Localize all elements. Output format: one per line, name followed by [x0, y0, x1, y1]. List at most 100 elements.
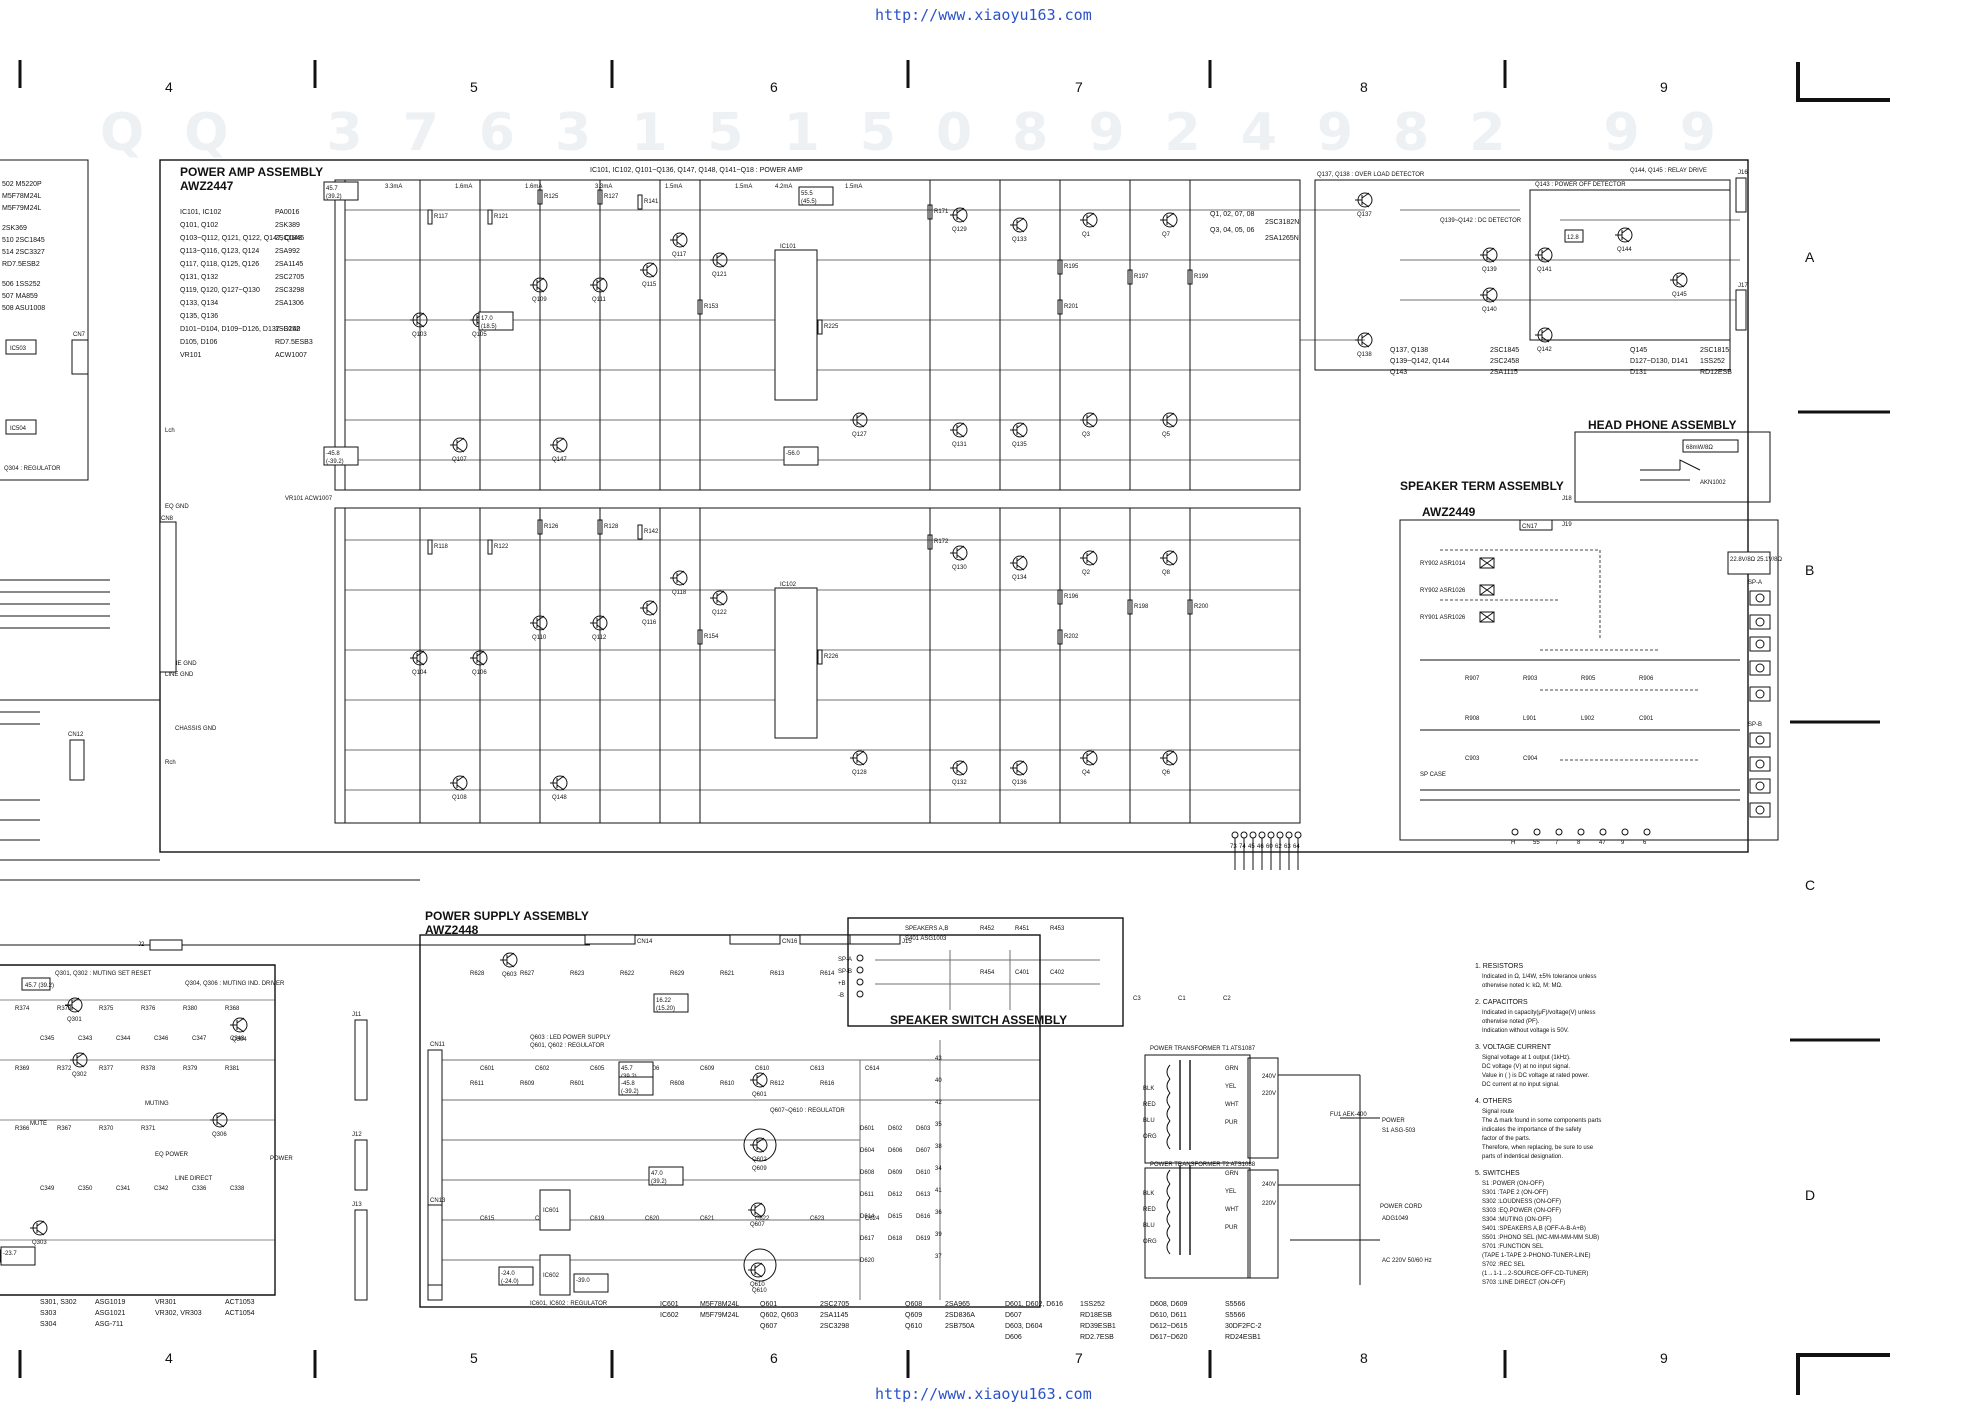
- spk-part-4: R908: [1465, 716, 1480, 722]
- left-part-6: RD7.5ESB2: [2, 261, 40, 268]
- speaker-switch-title: SPEAKER SWITCH ASSEMBLY: [890, 1013, 1067, 1027]
- muting-ind-driver: Q304, Q306 : MUTING IND. DRIVER: [185, 981, 285, 987]
- tr-wire: BLU: [1143, 1223, 1155, 1229]
- transistor-label: Q7: [1162, 232, 1171, 238]
- spk-term-pin: 7: [1555, 840, 1559, 846]
- note-line-1-0: Indicated in capacity(μF)/voltage(V) unl…: [1482, 1010, 1596, 1016]
- transistor-label: Q134: [1012, 575, 1027, 581]
- transistor-label: Q117: [672, 252, 687, 258]
- resistor-label: R154: [704, 634, 719, 640]
- out-no-0: 2SC3182N: [1265, 219, 1299, 226]
- transistor-label: Q145: [1672, 292, 1687, 298]
- voltage-value: -39.0: [576, 1278, 590, 1284]
- sw-ref-4: VR302, VR303: [155, 1310, 202, 1317]
- transistor-label: Q111: [592, 297, 606, 303]
- left-regulator-label: Q304 : REGULATOR: [4, 466, 61, 472]
- ps-cap-13: C622: [755, 1216, 770, 1222]
- tr-wire: BLK: [1143, 1191, 1154, 1197]
- power-amp-block: POWER AMP ASSEMBLY AWZ2447 IC101, IC102,…: [159, 159, 1749, 870]
- transistor-label: Q148: [552, 795, 567, 801]
- voltage-badge: [478, 311, 514, 331]
- pa-part-no-4: 2SA1145: [275, 261, 303, 268]
- det-no-2: 2SA1115: [1490, 369, 1518, 376]
- sw-pin: +B: [838, 981, 846, 987]
- dc-detector-label: Q139~Q142 : DC DETECTOR: [1440, 218, 1522, 224]
- note-head-2: 3. VOLTAGE CURRENT: [1475, 1044, 1552, 1051]
- ps-ref-1: IC602: [660, 1312, 679, 1319]
- ps-resistor-4: R629: [670, 971, 685, 977]
- resistor-label: R198: [1134, 604, 1149, 610]
- transistor-label: Q116: [642, 620, 657, 626]
- note-line-4-0: S1 :POWER (ON-OFF): [1482, 1181, 1544, 1187]
- pa-part-ref-11: VR101: [180, 352, 202, 359]
- mute-r-10: R379: [183, 1066, 198, 1072]
- det-no-1: 2SC2458: [1490, 358, 1519, 365]
- ps-resistor-5: R621: [720, 971, 735, 977]
- transistor-label: Q603: [502, 972, 517, 978]
- sw-no-2: ASG-711: [95, 1321, 123, 1328]
- sw-pin: SP-A: [838, 957, 852, 963]
- transistor-label: Q103: [412, 332, 427, 338]
- spk-term-pin: 6: [1643, 840, 1647, 846]
- transistor-label: Q8: [1162, 570, 1171, 576]
- pa-part-no-10: RD7.5ESB3: [275, 339, 313, 346]
- ps-no-4: 2SC3298: [820, 1323, 849, 1330]
- transistor-label: Q108: [452, 795, 467, 801]
- headphone-imp: 68mW/8Ω: [1686, 445, 1713, 451]
- ps-ref-12: D608, D609: [1150, 1301, 1187, 1308]
- transistor-label: Q607: [750, 1222, 765, 1228]
- mute-c-7: C350: [78, 1186, 93, 1192]
- rch-label: Rch: [165, 760, 176, 766]
- transistor-label: Q6: [1162, 770, 1171, 776]
- transistor-label: Q610: [750, 1282, 765, 1288]
- detector-area: Q137, Q138 : OVER LOAD DETECTOR Q139~Q14…: [1300, 168, 1748, 376]
- q: Q610: [752, 1288, 767, 1294]
- speaker-switch-block: SPEAKER SWITCH ASSEMBLY SPEAKERS A,B S40…: [838, 917, 1124, 1027]
- spk-part-7: C901: [1639, 716, 1654, 722]
- transistor-label: Q137: [1357, 212, 1372, 218]
- resistor-label: R153: [704, 304, 719, 310]
- conn: CN11: [430, 1042, 446, 1048]
- transistor-label: Q135: [1012, 442, 1027, 448]
- overload-detector-label: Q137, Q138 : OVER LOAD DETECTOR: [1317, 172, 1425, 178]
- mute-c-2: C344: [116, 1036, 131, 1042]
- ps-resistor-6: R613: [770, 971, 785, 977]
- voltage-value: 45.7: [621, 1066, 633, 1072]
- tr-wire: YEL: [1225, 1189, 1237, 1195]
- svg-text:CN7: CN7: [73, 332, 86, 338]
- ps-reg-3: IC601, IC602 : REGULATOR: [530, 1301, 608, 1307]
- speaker-term-title: SPEAKER TERM ASSEMBLY: [1400, 479, 1564, 493]
- mute-c-3: C346: [154, 1036, 169, 1042]
- ps-no-6: 2SD836A: [945, 1312, 975, 1319]
- mute-r-13: R367: [57, 1126, 72, 1132]
- note-line-2-0: Signal voltage at 1 output (1kHz).: [1482, 1055, 1571, 1061]
- grid-col-top-5: 5: [470, 79, 478, 95]
- relay-0: RY902 ASR1014: [1420, 561, 1466, 567]
- power-amp-code: AWZ2447: [180, 179, 234, 193]
- terminal-62: 62: [1275, 844, 1282, 850]
- ps-cap-4: C609: [700, 1066, 715, 1072]
- sw-part: C401: [1015, 970, 1030, 976]
- ps-ref-10: D603, D604: [1005, 1323, 1042, 1330]
- sw-part: C402: [1050, 970, 1065, 976]
- power-led-label: POWER: [270, 1156, 293, 1162]
- out-ref-0: Q1, 02, 07, 08: [1210, 211, 1254, 218]
- conn-CN14: CN14: [637, 939, 653, 945]
- ps-term: 41: [935, 1188, 942, 1194]
- tr-wire: ORG: [1143, 1239, 1157, 1245]
- ps-resistor-3: R622: [620, 971, 635, 977]
- pa-part-no-5: 2SC2705: [275, 274, 304, 281]
- note-line-0-0: Indicated in Ω, 1/4W, ±5% tolerance unle…: [1482, 974, 1597, 980]
- grid-col-bottom-9: 9: [1660, 1350, 1668, 1366]
- transistor-label: Q5: [1162, 432, 1171, 438]
- ps-resistor-12: R608: [670, 1081, 685, 1087]
- resistor-label: R171: [934, 209, 949, 215]
- ps-no-11: RD2.7ESB: [1080, 1334, 1114, 1341]
- ps-resistor-10: R601: [570, 1081, 585, 1087]
- sw-pin: SP-B: [838, 969, 852, 975]
- transistor-label: Q105: [472, 332, 487, 338]
- mute-r-2: R375: [99, 1006, 114, 1012]
- transistor-label: Q141: [1537, 267, 1552, 273]
